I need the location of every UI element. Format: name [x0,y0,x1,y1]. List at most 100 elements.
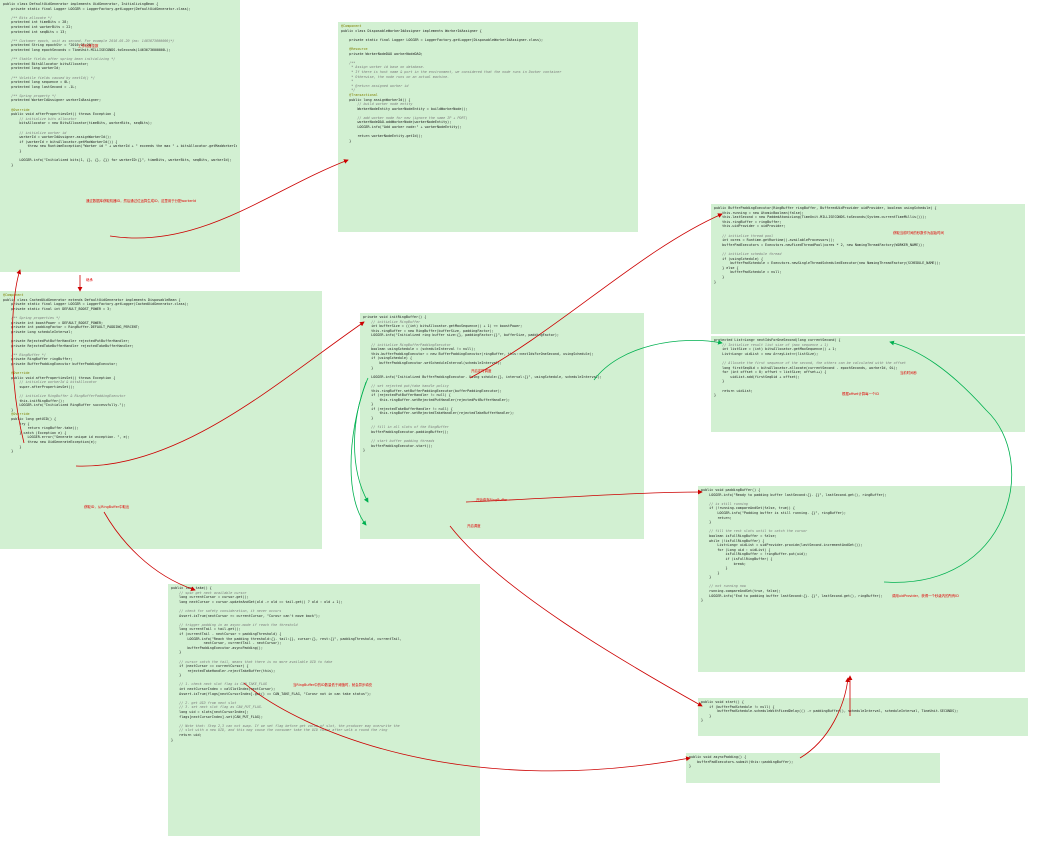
code-line: return workerNodeEntity.getId(); [341,134,423,139]
code-line: return ringBuffer.take(); [3,426,79,431]
code-line: protected long lastSecond = -1L; [3,84,77,89]
code-line: return uidList; [714,388,753,393]
start-schedule-panel: public void start() { if (bufferPadSched… [698,698,1028,736]
code-line: bufferPadSchedule = null; [714,270,782,275]
code-line: } [341,138,352,143]
code-line: @Override [3,107,30,112]
annotation-async-padding: 当RingBuffer中的ID数量低于阈值时，就会异步填充 [293,683,373,687]
code-line: // spin get next available cursor [171,590,247,595]
code-line: protected long epochSeconds = TimeUnit.M… [3,47,171,52]
code-line: public void asyncPadding() { [689,755,747,759]
arrow-start [449,525,703,707]
code-line: // cursor catch the tail, means that the… [171,659,333,664]
code-line: protected int seqBits = 13; [3,29,67,34]
code-line: List<Long> uidList = new ArrayList<>(lis… [714,351,819,356]
code-line: LOGGER.info("End to padding buffer lastS… [701,593,883,598]
code-line: } [714,379,725,384]
code-line: public void start() { [701,700,744,704]
code-line: bufferPadSchedule = Executors.newSingleT… [714,261,941,266]
code-line: LOGGER.info("Add worker node:" + workerN… [341,125,462,130]
code-line: public BufferPaddingExecutor(RingBuffer … [714,206,937,210]
padding-buffer-panel: public void paddingBuffer() { LOGGER.inf… [698,486,1025,672]
code-line: } [3,162,14,167]
code-line: bufferPaddingExecutor.asyncPadding(); [171,645,263,650]
code-line: this.lastSecond = new PaddedAtomicLong(T… [714,215,927,220]
code-line: WorkerNodeEntity workerNodeEntity = buil… [341,106,468,111]
annotation-start: 开启调度 [467,524,481,528]
code-line: } [701,713,712,718]
code-line: /** [341,60,356,65]
code-line: for (Long uid : uidList) { [701,547,771,552]
annotation-worker-bits: 工作机器位数 [78,44,99,48]
code-line: this.ringBuffer = ringBuffer; [714,219,782,224]
code-line: workerNodeDAO.addWorkerNode(workerNodeEn… [341,120,452,125]
code-line: bitsAllocator = new BitsAllocator(timeBi… [3,121,153,126]
code-line: throw new UidGenerateException(e); [3,440,97,444]
code-line: /** Volatile fields caused by nextId() *… [3,75,95,80]
code-line: } [701,570,720,575]
code-line: } [689,764,692,769]
code-line: rejectedTakeHandler.rejectTakeBuffer(thi… [171,668,276,673]
code-line: this.ringBuffer.setRejectedPutHandler(re… [363,397,510,402]
code-line: // initialize RingBuffer [363,319,421,324]
code-line: long uid = slots[nextCursorIndex]; [171,710,249,715]
code-line: protected long workerId; [3,66,61,71]
code-line: } [363,448,366,453]
annotation-after-props: 通过数据库获取机器ID，然后通过位运算生成ID，这里用于分配workerId [86,199,197,203]
code-line: LOGGER.info("Initialized bits(1, {}, {},… [3,158,232,163]
code-line: // trigger padding in an async-mode if r… [171,622,298,627]
code-line: } [3,444,22,449]
code-line: protected int workerBits = 22; [3,24,73,29]
annotation-last-second: 获取当前时间的秒数作为起始时间 [893,231,944,235]
code-line: @Resource [341,46,368,51]
annotation-inherit: 继承 [86,278,93,282]
code-line: this.initRingBuffer(); [3,398,65,403]
code-line: @Transactional [341,92,378,97]
code-line: } [701,520,712,525]
code-line: protected WorkerIdAssigner workerIdAssig… [3,98,101,103]
code-line: // add worker node for new (ignore the s… [341,115,468,120]
code-line: public class DisposableWorkerIdAssigner … [341,28,482,33]
code-line: } [714,274,725,279]
code-line: throw new RuntimeException("Worker id " … [3,144,237,149]
code-line: if (usingSchedule) { [363,356,412,361]
code-line: Assert.isTrue(nextCursor >= currentCurso… [171,613,321,618]
code-line: LOGGER.info("Reach the padding threshold… [171,636,402,641]
code-line: if (rejectedPutBufferHandler != null) { [363,393,451,398]
code-line: } [3,449,14,454]
code-line: } [714,393,717,398]
code-line: if (rejectedTakeBufferHandler != null) { [363,406,453,411]
code-line: if (currentTail - nextCursor < paddingTh… [171,631,282,636]
code-line: */ [341,88,356,93]
code-line: } [714,279,717,284]
code-line: /** Customer epoch, unit as second. For … [3,38,175,43]
code-line: } else { [714,265,739,270]
code-line: isFullRingBuffer = !ringBuffer.put(uid); [701,552,808,557]
code-line: protected BitsAllocator bitsAllocator; [3,61,89,66]
code-line: List<Long> uidList = uidProvider.provide… [701,543,863,548]
code-line: private void initRingBuffer() { [363,315,427,319]
code-line: return; [701,515,732,520]
default-uid-generator-panel: public class DefaultUidGenerator impleme… [0,0,240,272]
code-line: // is still running [701,501,748,506]
code-line: } [171,673,182,678]
code-line: if (isFullRingBuffer) { [701,556,773,561]
code-line: // Initialize result list size of (max s… [714,342,829,347]
code-line: * [341,79,354,84]
init-ring-buffer-panel: private void initRingBuffer() { // initi… [360,313,644,539]
code-line: LOGGER.info("Padding buffer is still run… [701,510,846,515]
annotation-offset: 根据offset计算每一个ID [842,392,879,396]
code-line: * If there is host name & port in the en… [341,69,562,74]
annotation-current-second: 当前时间秒 [900,371,917,375]
code-line: if (bufferPadSchedule != null) { [701,704,775,709]
async-padding-panel: public void asyncPadding() { bufferPadEx… [686,753,940,783]
code-line: // not running now [701,584,746,589]
code-line: // 2. get UID from next slot [171,700,237,705]
code-line: // initialize worker id [3,130,67,135]
code-line: } [363,416,374,421]
code-line: private static final Logger LOGGER = Log… [3,6,191,11]
code-line: } [171,650,182,655]
code-line: } [701,575,712,580]
code-line: super.afterPropertiesSet(); [3,384,75,389]
code-line: return uid; [171,733,202,737]
